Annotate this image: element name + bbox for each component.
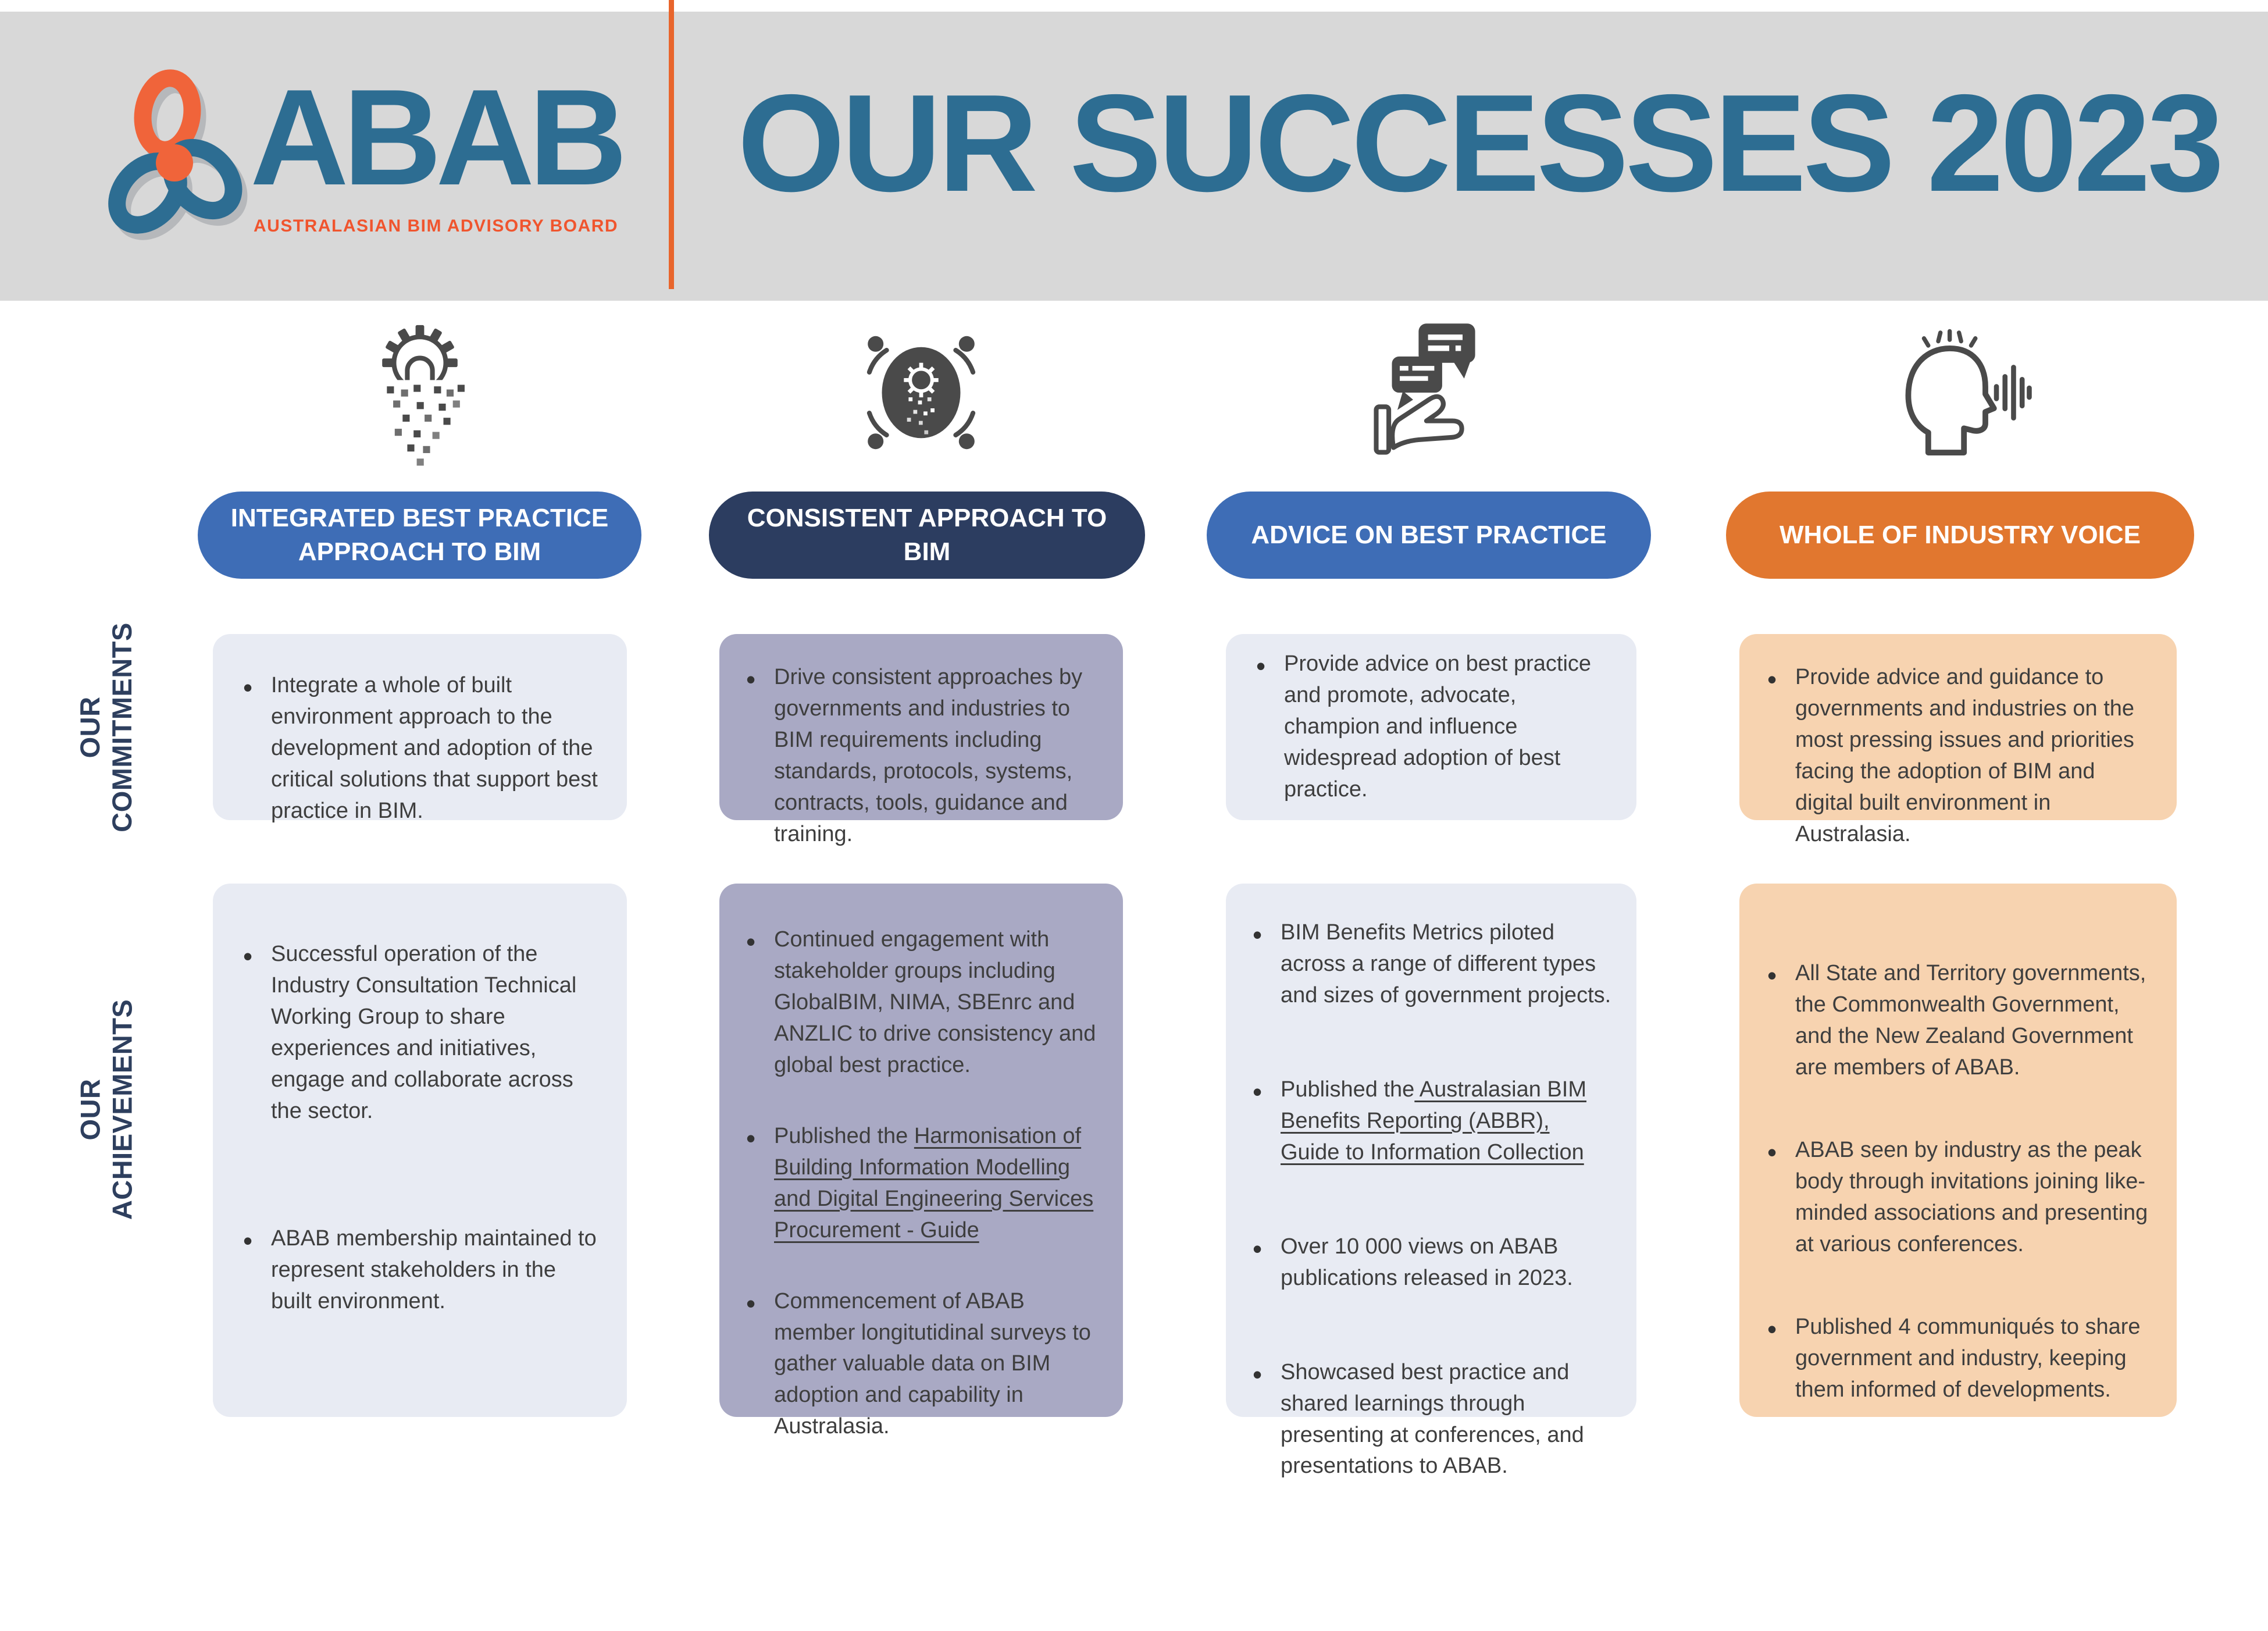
bullet-text-prefix: Published the [774, 1123, 914, 1148]
header-band [0, 12, 2268, 301]
commitments-card-consistent: Drive consistent approaches by governmen… [719, 634, 1123, 846]
bullet-item: Provide advice and guidance to governmen… [1765, 661, 2151, 850]
logo-abbr: ABAB [250, 60, 627, 213]
row-label-commitments: OUR COMMITMENTS [32, 622, 180, 832]
commitments-card-advice: Provide advice on best practice and prom… [1226, 634, 1636, 820]
dissolving-gear-icon [341, 314, 498, 471]
row-label-commitments-text: OUR COMMITMENTS [74, 622, 138, 832]
bullet-item: Successful operation of the Industry Con… [241, 938, 599, 1127]
speaking-head-voice-icon [1875, 314, 2032, 471]
achievements-card-voice: All State and Territory governments, the… [1739, 884, 2177, 1417]
pill-integrated-best-practice: INTEGRATED BEST PRACTICE APPROACH TO BIM [198, 492, 641, 579]
pill-industry-voice: WHOLE OF INDUSTRY VOICE [1726, 492, 2194, 579]
bullet-item: Drive consistent approaches by governmen… [744, 661, 1099, 850]
commitments-card-integrated: Integrate a whole of built environment a… [213, 634, 627, 823]
bullet-item: Continued engagement with stakeholder gr… [744, 923, 1099, 1081]
bullet-text-prefix: Published the [1281, 1077, 1415, 1102]
achievements-card-integrated: Successful operation of the Industry Con… [213, 884, 627, 1417]
abab-logo-icon [99, 64, 251, 250]
bullet-item: Commencement of ABAB member longitutidin… [744, 1285, 1099, 1443]
bullet-item: Published the Harmonisation of Building … [744, 1120, 1099, 1247]
bullet-item: Showcased best practice and shared learn… [1250, 1356, 1612, 1483]
row-label-achievements-text: OUR ACHIEVEMENTS [74, 999, 138, 1220]
bullet-item: ABAB seen by industry as the peak body t… [1765, 1134, 2151, 1260]
logo-tagline: AUSTRALASIAN BIM ADVISORY BOARD [254, 216, 619, 236]
guide-link-harmonisation[interactable]: Harmonisation of Building Information Mo… [774, 1123, 1094, 1242]
bullet-item: Integrate a whole of built environment a… [241, 669, 599, 827]
bullet-item: Provide advice on best practice and prom… [1254, 647, 1609, 806]
bullet-item: All State and Territory governments, the… [1765, 957, 2151, 1084]
achievements-card-advice: BIM Benefits Metrics piloted across a ra… [1226, 884, 1636, 1478]
bullet-item: Published 4 communiqués to share governm… [1765, 1311, 2151, 1406]
row-label-achievements: OUR ACHIEVEMENTS [32, 884, 180, 1417]
guide-link-abbr[interactable]: Australasian BIM Benefits Reporting (ABB… [1281, 1077, 1586, 1165]
pill-consistent-approach: CONSISTENT APPROACH TO BIM [709, 492, 1145, 579]
achievements-card-consistent: Continued engagement with stakeholder gr… [719, 884, 1123, 1438]
bullet-item: Over 10 000 views on ABAB publications r… [1250, 1230, 1612, 1294]
bullet-item: Published the Australasian BIM Benefits … [1250, 1073, 1612, 1169]
header-divider [669, 0, 674, 289]
network-gear-sphere-icon [843, 314, 1000, 471]
advice-chat-hand-icon [1353, 314, 1510, 471]
page-title: OUR SUCCESSES 2023 [737, 66, 2224, 220]
bullet-item: ABAB membership maintained to represent … [241, 1222, 599, 1317]
commitments-card-voice: Provide advice and guidance to governmen… [1739, 634, 2177, 846]
pill-advice-best-practice: ADVICE ON BEST PRACTICE [1207, 492, 1651, 579]
bullet-item: BIM Benefits Metrics piloted across a ra… [1250, 916, 1612, 1012]
